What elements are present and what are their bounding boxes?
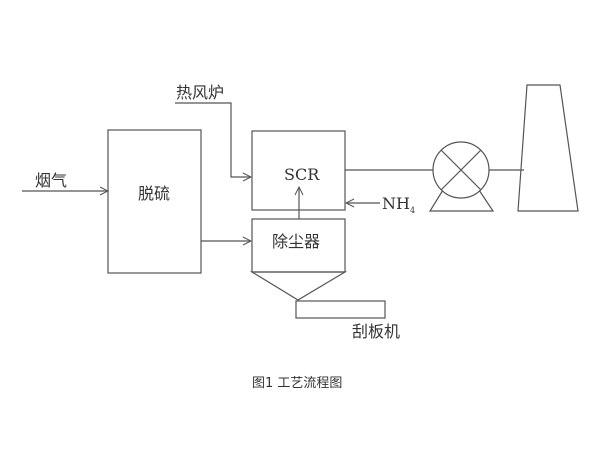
flue-gas-label: 烟气	[35, 171, 68, 190]
hot-air-furnace-label: 热风炉	[176, 83, 225, 102]
hopper	[249, 271, 348, 301]
desulfurization-label: 脱硫	[138, 184, 171, 203]
scraper-box	[295, 300, 386, 319]
desulfurization-box	[107, 129, 202, 274]
scraper-label: 刮板机	[352, 322, 401, 341]
chimney-stack	[517, 84, 579, 212]
dust-collector-label: 除尘器	[272, 232, 321, 251]
hot-air-arrow	[175, 102, 251, 177]
figure-caption: 图1 工艺流程图	[252, 376, 343, 391]
scr-label: SCR	[284, 165, 320, 184]
nh4-label: NH4	[382, 194, 416, 216]
